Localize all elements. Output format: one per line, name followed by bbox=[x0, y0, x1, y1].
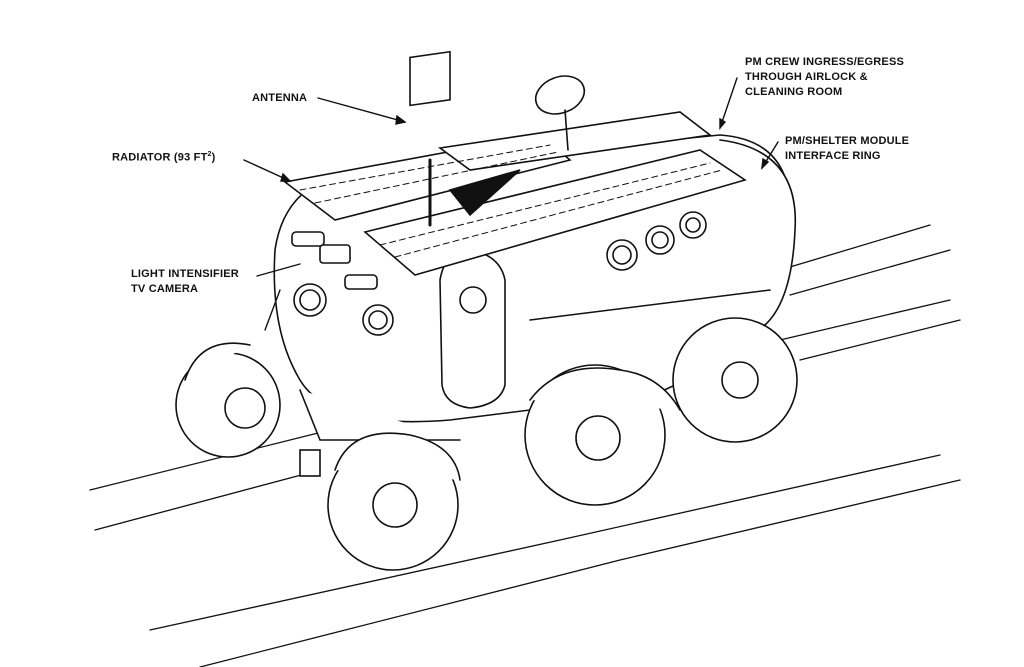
portholes bbox=[293, 211, 707, 336]
interface-ring-label: PM/SHELTER MODULE INTERFACE RING bbox=[785, 134, 909, 164]
camera-label: LIGHT INTENSIFIER TV CAMERA bbox=[131, 267, 239, 297]
radiator-label-exponent: 2 bbox=[207, 151, 212, 158]
camera-label-line2: TV CAMERA bbox=[131, 283, 199, 295]
ground-tracks bbox=[89, 224, 961, 667]
antenna-icon bbox=[409, 50, 586, 227]
crew-label-line3: CLEANING ROOM bbox=[745, 86, 843, 98]
vehicle-body bbox=[273, 134, 797, 441]
crew-ingress-label: PM CREW INGRESS/EGRESS THROUGH AIRLOCK &… bbox=[745, 55, 904, 100]
tv-cameras bbox=[291, 231, 378, 290]
wheels bbox=[175, 317, 798, 571]
ring-label-line1: PM/SHELTER MODULE bbox=[785, 135, 910, 147]
camera-label-line1: LIGHT INTENSIFIER bbox=[131, 268, 239, 280]
leader-lines bbox=[243, 77, 779, 331]
radiator-panels bbox=[283, 111, 747, 276]
radiator-label-text: RADIATOR (93 FT bbox=[112, 151, 208, 164]
antenna-label: ANTENNA bbox=[252, 92, 308, 104]
ring-label-line2: INTERFACE RING bbox=[785, 150, 881, 162]
crew-label-line1: PM CREW INGRESS/EGRESS bbox=[745, 56, 905, 68]
crew-label-line2: THROUGH AIRLOCK & bbox=[745, 71, 868, 83]
radiator-label: RADIATOR (93 FT2) bbox=[112, 147, 215, 166]
radiator-label-close: ) bbox=[211, 151, 216, 164]
